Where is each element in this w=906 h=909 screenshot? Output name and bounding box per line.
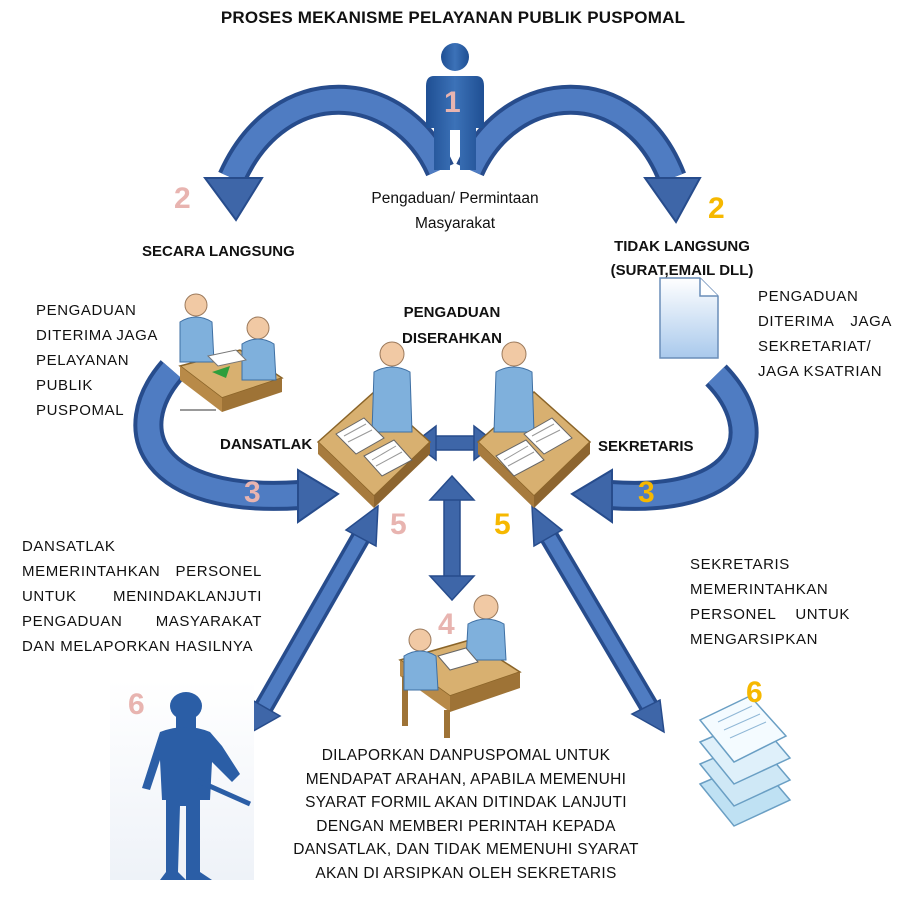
note-line: MENDAPAT ARAHAN, APABILA MEMENUHI [305, 770, 627, 788]
note-line: DITERIMA JAGA [758, 313, 892, 330]
note-line: MEMERINTAHKAN [690, 581, 829, 598]
note-line: PUSPOMAL [36, 402, 125, 419]
personnel-left-note: DANSATLAK MEMERINTAHKAN PERSONEL UNTUK MEN… [22, 534, 262, 659]
note-line: SEKRETARIS [690, 556, 790, 573]
note-line: DENGAN MEMBERI PERINTAH KEPADA [316, 817, 616, 835]
note-line: DILAPORKAN DANPUSPOMAL UNTUK [321, 747, 611, 764]
step-number-5-right: 5 [494, 508, 511, 541]
note-line: JAGA KSATRIAN [758, 363, 883, 380]
tidak-langsung-line: TIDAK LANGSUNG [614, 238, 750, 255]
report-text: DILAPORKAN DANPUSPOMAL UNTUK MENDAPAT ARA… [266, 744, 666, 885]
meeting-desk-icon [178, 293, 284, 412]
step-number-2-left: 2 [174, 182, 191, 215]
tidak-langsung-line: (SURAT,EMAIL DLL) [610, 262, 754, 279]
note-line: UNTUK MENINDAKLANJUTI [22, 588, 262, 605]
document-icon [659, 277, 719, 359]
start-label-line: Masyarakat [414, 215, 496, 232]
step-number-3-left: 3 [244, 476, 261, 509]
step-number-6-left: 6 [128, 688, 145, 721]
arrow-to-secara-langsung [203, 84, 454, 222]
secara-langsung-label: SECARA LANGSUNG [142, 243, 295, 260]
arrow-left-to-dansatlak [133, 360, 340, 524]
right-branch-note: PENGADUAN DITERIMA JAGA SEKRETARIAT/JAGA K… [758, 284, 892, 384]
note-line: PUBLIK [36, 377, 93, 394]
dansatlak-label: DANSATLAK [220, 436, 313, 453]
note-line: PENGADUAN [36, 302, 137, 319]
note-line: PELAYANAN [36, 352, 130, 369]
double-arrow-right-diagonal [531, 504, 665, 734]
step-number-3-right: 3 [638, 476, 655, 509]
handover-label: PENGADUAN DISERAHKAN [384, 300, 520, 352]
note-line: DANSATLAK, DAN TIDAK MEMENUHI SYARAT [293, 841, 639, 858]
handover-line: PENGADUAN [403, 304, 501, 321]
note-line: DAN MELAPORKAN HASILNYA [22, 638, 254, 655]
double-arrow-left-diagonal [247, 504, 379, 736]
start-label: Pengaduan/ Permintaan Masyarakat [350, 186, 560, 236]
arrow-right-to-sekretaris [570, 364, 759, 524]
note-line: DANSATLAK [22, 538, 116, 555]
step-number-5-left: 5 [390, 508, 407, 541]
double-arrow-vertical [428, 474, 476, 602]
note-line: MEMERINTAHKAN PERSONEL [22, 563, 262, 580]
note-line: PENGADUAN MASYARAKAT [22, 613, 262, 630]
left-branch-note: PENGADUAN DITERIMA JAGA PELAYANAN PUBLIK PUS… [36, 298, 176, 423]
step-number-4: 4 [438, 608, 455, 641]
tidak-langsung-label: TIDAK LANGSUNG (SURAT,EMAIL DLL) [596, 235, 768, 283]
step-number-2-right: 2 [708, 192, 725, 225]
page-title: PROSES MEKANISME PELAYANAN PUBLIK PUSPOM… [220, 8, 686, 27]
note-line: PERSONEL UNTUK [690, 606, 850, 623]
start-label-line: Pengaduan/ Permintaan [371, 190, 539, 207]
note-line: MENGARSIPKAN [690, 631, 819, 648]
soldier-icon [142, 692, 252, 880]
sekretaris-label: SEKRETARIS [598, 438, 694, 455]
step-number-6-right: 6 [746, 676, 763, 709]
note-line: SYARAT FORMIL AKAN DITINDAK LANJUTI [305, 794, 627, 811]
officer-desk-icon [316, 341, 432, 508]
note-line: DITERIMA JAGA [36, 327, 158, 344]
note-line: PENGADUAN [758, 288, 859, 305]
papers-stack-icon [698, 695, 792, 827]
arrow-to-tidak-langsung [456, 84, 702, 224]
note-line: AKAN DI ARSIPKAN OLEH SEKRETARIS [315, 864, 617, 882]
person-icon [426, 43, 484, 170]
meeting-desk-icon [398, 594, 522, 738]
note-line: SEKRETARIAT/ [758, 338, 872, 355]
handover-line: DISERAHKAN [401, 330, 502, 347]
step-number-1: 1 [444, 86, 461, 119]
archive-right-note: SEKRETARIS MEMERINTAHKAN PERSONEL UNTUK MEN… [690, 552, 850, 652]
officer-desk-icon [476, 341, 592, 508]
